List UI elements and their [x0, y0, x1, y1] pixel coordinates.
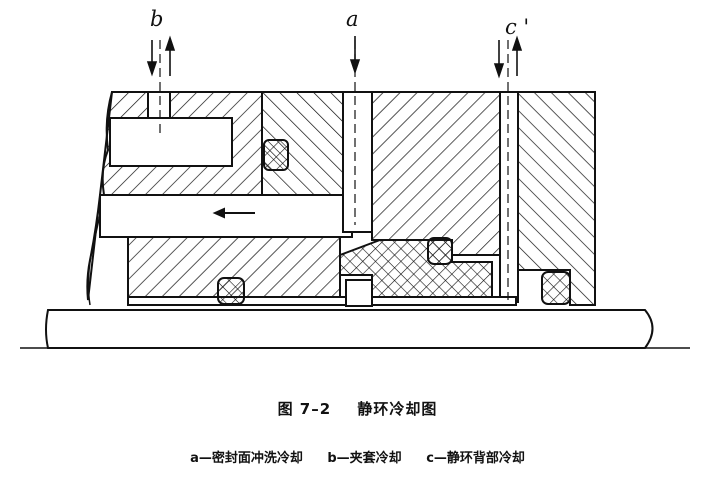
- o-ring-2: [217, 277, 245, 305]
- figure-number: 图 7–2: [277, 400, 332, 418]
- figure-legend: a—密封面冲洗冷却 b—夹套冷却 c—静环背部冷却: [0, 447, 715, 466]
- legend-item-c: c—静环背部冷却: [426, 451, 525, 466]
- label-a: a: [346, 7, 359, 31]
- channel-a: [342, 91, 373, 233]
- o-ring-4: [541, 271, 571, 305]
- legend-item-b: b—夹套冷却: [327, 451, 402, 466]
- o-ring-1: [263, 139, 289, 171]
- channel-c: [499, 91, 519, 303]
- cooling-jacket-cavity: [109, 117, 233, 167]
- legend-item-a: a—密封面冲洗冷却: [190, 451, 303, 466]
- figure-caption: 图 7–2 静环冷却图: [0, 398, 715, 419]
- channel-b: [147, 91, 171, 119]
- label-c: c ': [505, 15, 529, 39]
- shaft: [45, 309, 654, 349]
- rotating-ring: [339, 239, 493, 303]
- figure-title: 静环冷却图: [357, 400, 438, 418]
- label-b: b: [150, 7, 163, 31]
- o-ring-3: [427, 237, 453, 265]
- stationary-ring: [371, 91, 501, 256]
- rotating-sleeve: [99, 194, 353, 238]
